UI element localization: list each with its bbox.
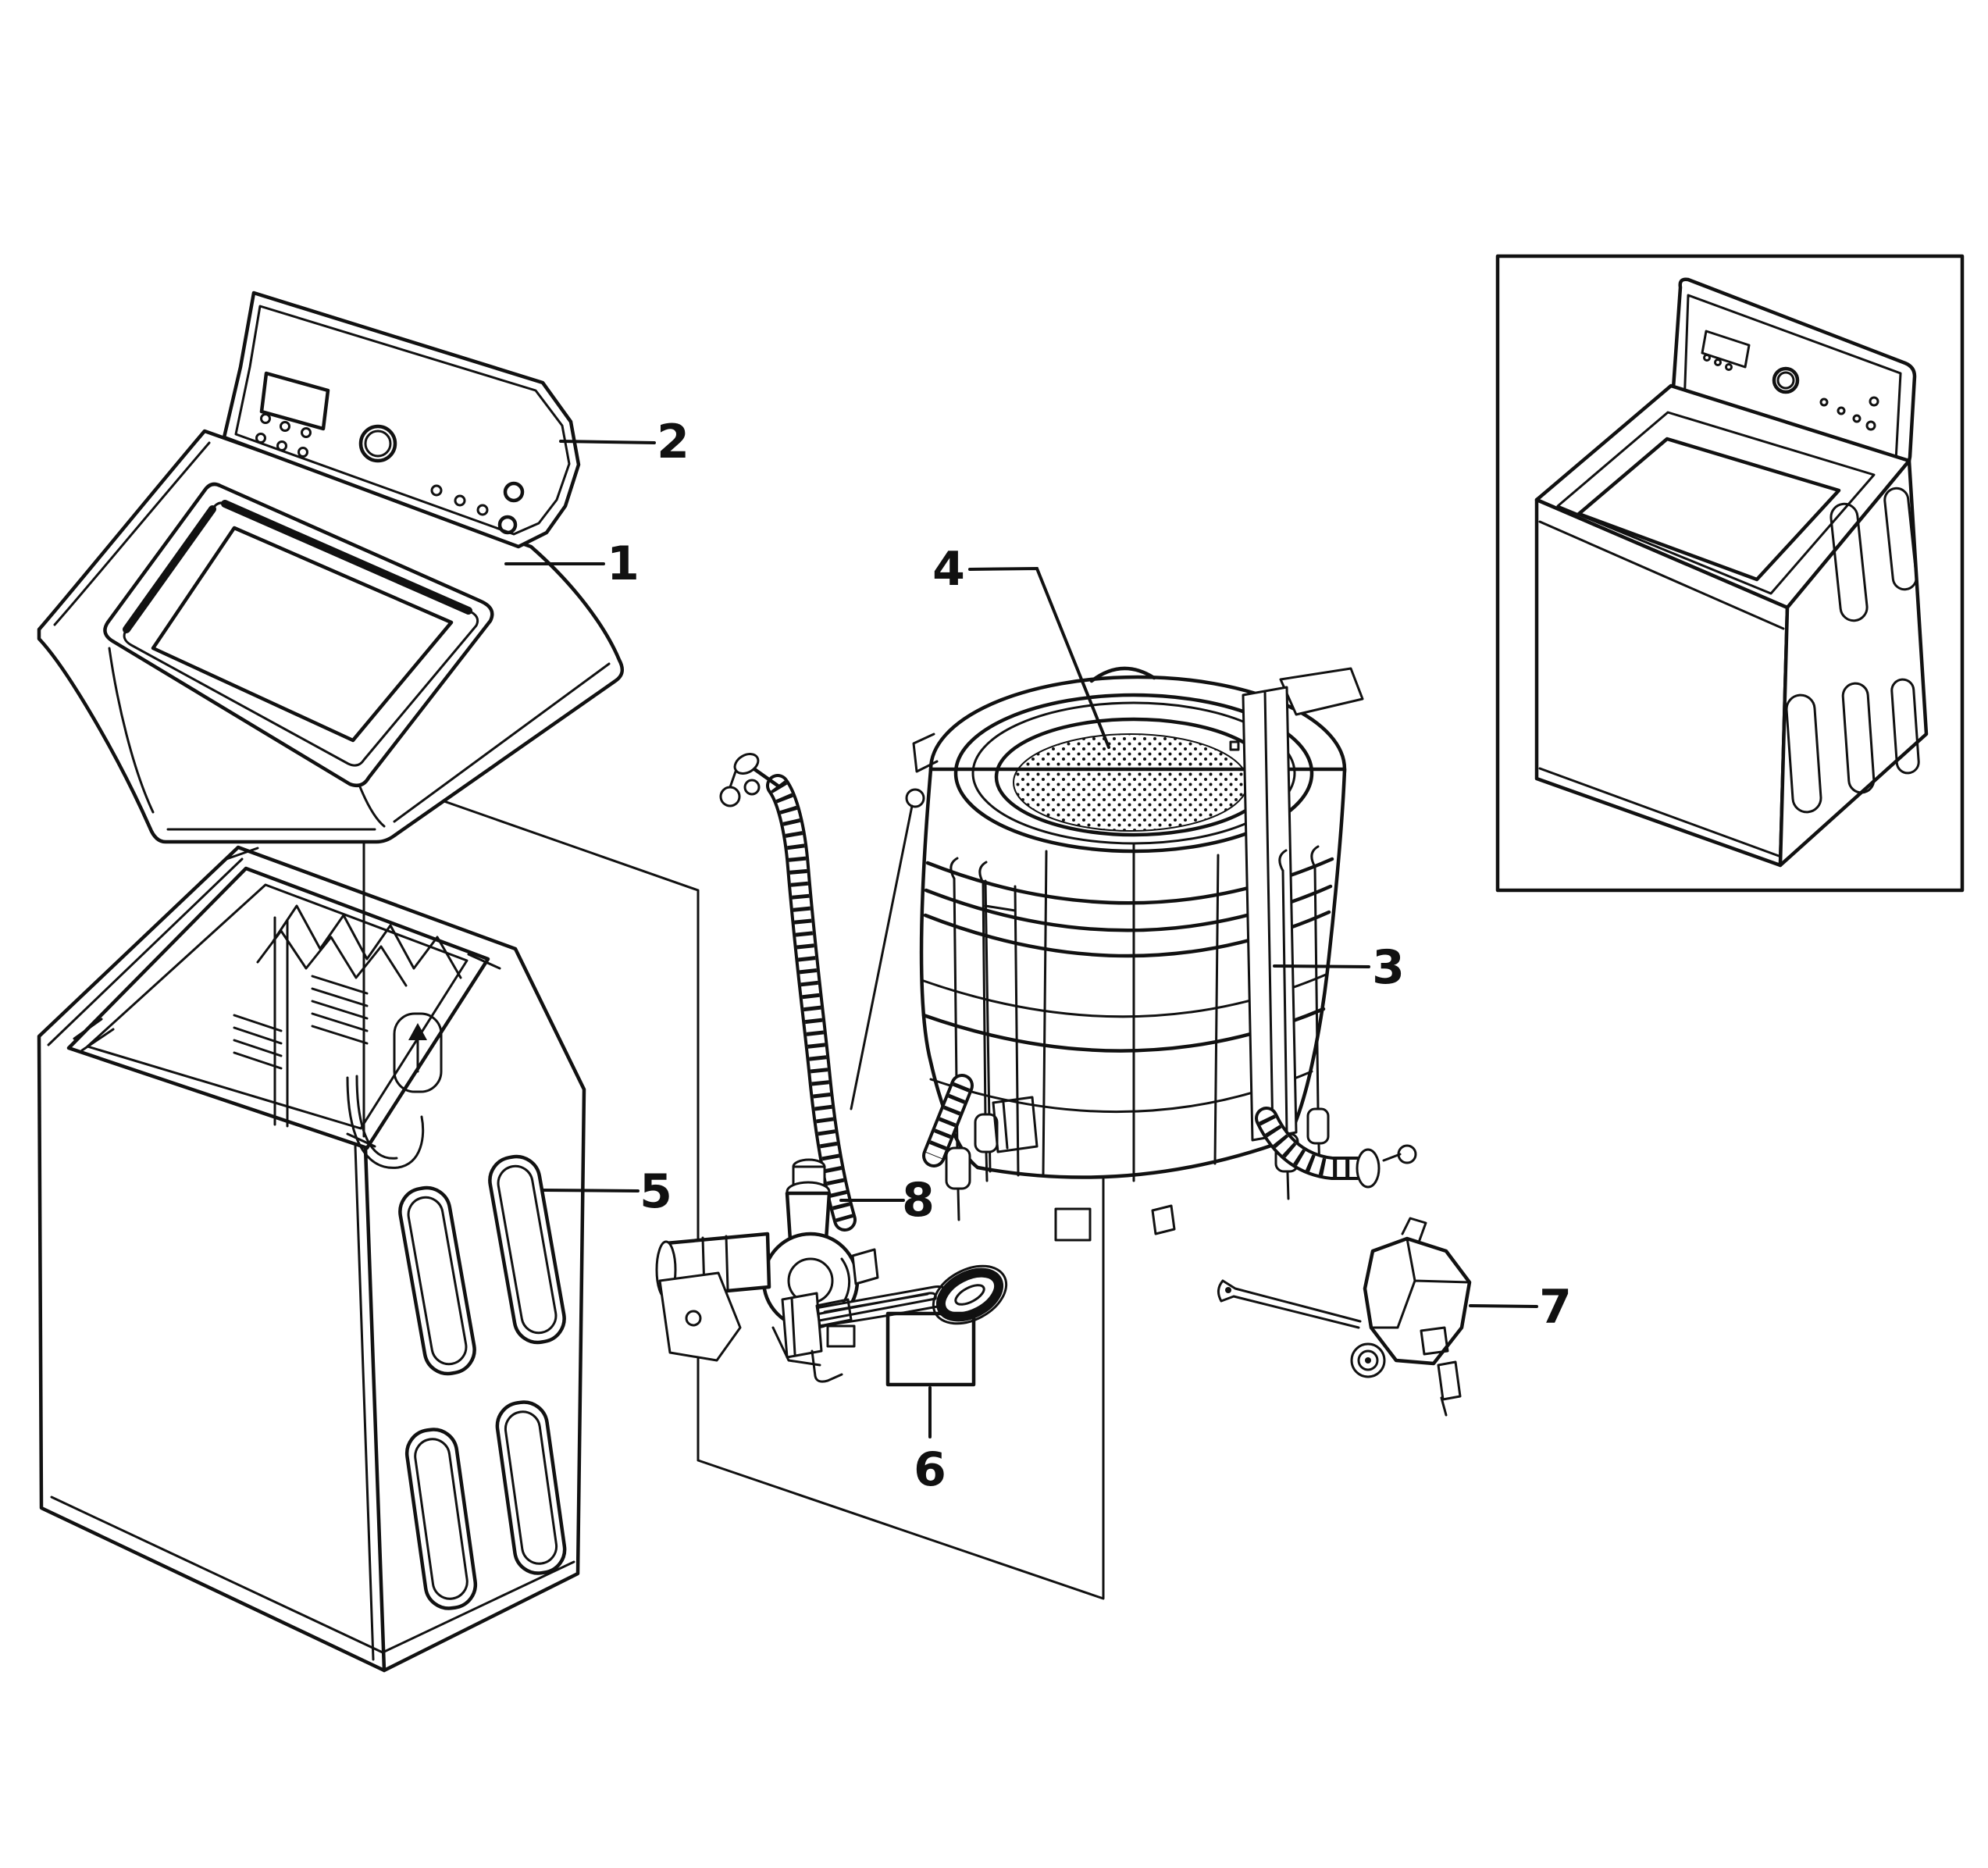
hose-top-fitting xyxy=(719,753,780,807)
leader-line-5 xyxy=(541,1189,640,1192)
callout-number-8: 8 xyxy=(902,1173,935,1228)
callout-2: 2 xyxy=(559,415,689,469)
cabinet-frame-drawing xyxy=(37,845,586,1673)
section-plane-outline xyxy=(362,772,1105,1600)
reference-display-window xyxy=(1701,330,1751,369)
callout-3: 3 xyxy=(1273,940,1405,995)
outer-tub-assembly-drawing xyxy=(850,666,1417,1242)
callout-8: 8 xyxy=(839,1173,935,1228)
callout-number-3: 3 xyxy=(1372,940,1405,995)
leader-line-7 xyxy=(1469,1304,1538,1308)
tub-bottom-fittings xyxy=(922,1074,1417,1242)
display-window xyxy=(259,371,330,431)
top-cover-assembly-drawing xyxy=(37,291,625,844)
callout-number-6: 6 xyxy=(914,1442,946,1497)
assembled-washer-reference-view xyxy=(1495,254,1965,893)
callout-number-7: 7 xyxy=(1539,1280,1572,1335)
reference-frame-border xyxy=(1495,254,1965,893)
drain-pump-drawing xyxy=(655,753,879,1367)
control-panel-drawing xyxy=(222,291,581,549)
callouts: 1 2 3 4 5 6 7 8 xyxy=(504,415,1572,1497)
callout-7: 7 xyxy=(1469,1280,1572,1335)
spin-basket-drawing xyxy=(1013,733,1252,832)
callout-6: 6 xyxy=(914,1386,946,1497)
callout-number-5: 5 xyxy=(640,1164,672,1219)
callout-number-4: 4 xyxy=(932,542,965,597)
cabinet-interior-detail xyxy=(73,847,501,1169)
drain-valve-motor-drawing xyxy=(1217,1217,1472,1417)
selector-knob xyxy=(358,424,397,463)
console-buttons xyxy=(255,413,525,535)
orientation-arrow-icon xyxy=(408,1023,427,1073)
callout-5: 5 xyxy=(541,1164,672,1219)
cabinet-side-recesses xyxy=(398,1154,567,1610)
leader-line-4 xyxy=(968,566,1110,749)
reference-side-recesses xyxy=(1785,487,1920,814)
callout-1: 1 xyxy=(504,537,640,591)
callout-number-1: 1 xyxy=(607,537,640,591)
callout-4: 4 xyxy=(932,542,1110,749)
heater-element-drawing xyxy=(781,1264,1008,1387)
grouping-box-part-6 xyxy=(885,1311,976,1387)
leader-line-2 xyxy=(559,440,656,444)
callout-number-2: 2 xyxy=(657,415,689,469)
leader-line-3 xyxy=(1273,964,1370,968)
